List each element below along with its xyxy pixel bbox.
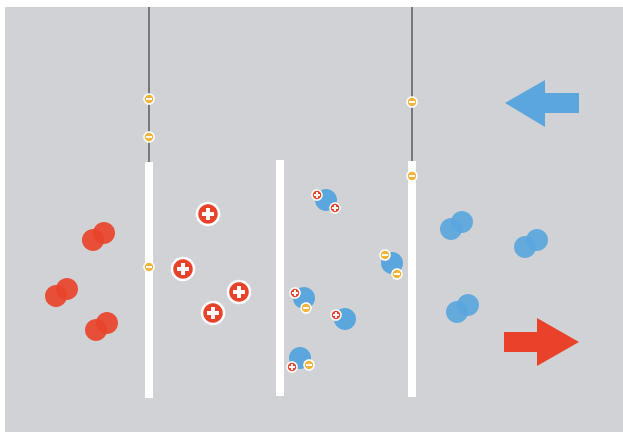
- electron-icon: [407, 171, 417, 181]
- left-electrode: [145, 162, 153, 398]
- electron-icon: [144, 94, 154, 104]
- plus-icon: [202, 302, 224, 324]
- right-electrode: [408, 161, 416, 397]
- center-membrane: [276, 160, 284, 396]
- electron-icon: [407, 97, 417, 107]
- plus-icon: [228, 281, 250, 303]
- plus-icon: [172, 258, 194, 280]
- electron-icon: [144, 132, 154, 142]
- background-panel: [5, 7, 623, 432]
- plus-icon: [197, 203, 219, 225]
- electron-icon: [144, 262, 154, 272]
